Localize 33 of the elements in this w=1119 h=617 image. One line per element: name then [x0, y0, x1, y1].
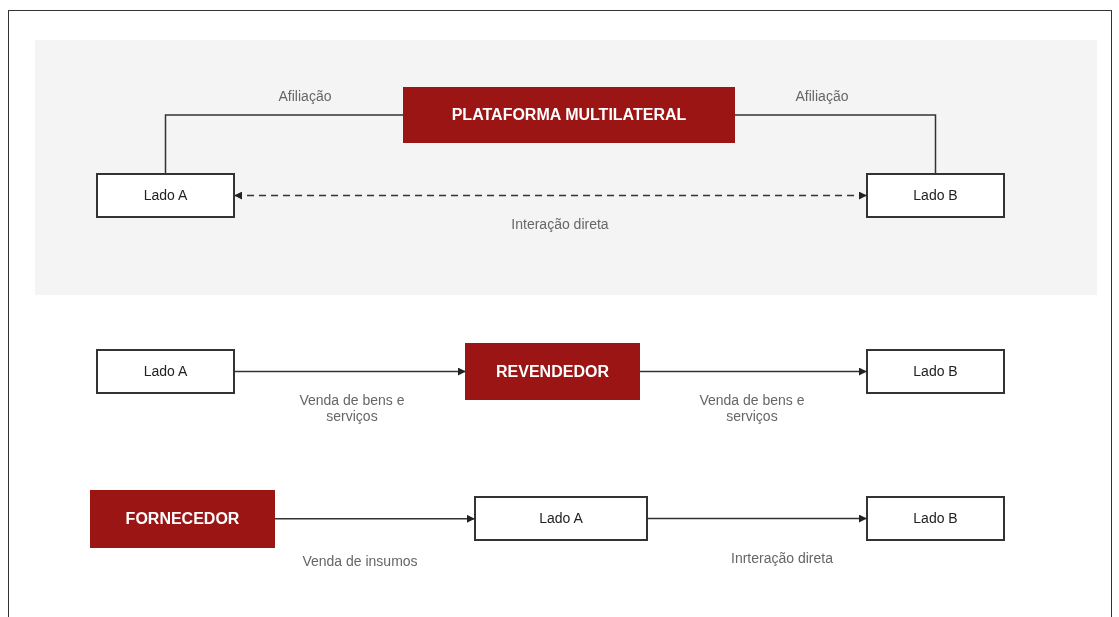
node-label: FORNECEDOR [125, 509, 240, 529]
node-label: Lado A [143, 186, 188, 205]
node-label: Lado B [913, 362, 958, 381]
connector-line [734, 114, 937, 174]
highlight-box [90, 490, 275, 548]
process-box [96, 173, 235, 218]
arrow [274, 514, 475, 523]
arrow [639, 367, 867, 376]
arrow [234, 367, 466, 376]
process-box [866, 173, 1005, 218]
edge-label: Venda de insumos [301, 553, 419, 569]
node-label: REVENDEDOR [496, 361, 609, 382]
edge-label: Inrteração direta [730, 550, 834, 566]
process-box [866, 496, 1005, 541]
edge-label: Afiliação [277, 88, 333, 104]
process-box [474, 496, 648, 541]
node-label: Lado A [143, 362, 188, 381]
node-label: PLATAFORMA MULTILATERAL [451, 105, 687, 125]
highlight-box [403, 87, 735, 143]
process-box [866, 349, 1005, 394]
node-label: Lado A [539, 509, 583, 528]
process-box [96, 349, 235, 394]
highlight-box [465, 343, 640, 400]
node-label: Lado B [913, 186, 958, 205]
node-label: Lado B [913, 509, 958, 528]
edge-label: Venda de bens e serviços [298, 392, 406, 424]
arrow [647, 514, 867, 523]
edge-label: Afiliação [794, 88, 850, 104]
edge-label: Interação direta [510, 216, 610, 232]
connector-line [164, 114, 404, 174]
dashed-arrow [234, 191, 867, 200]
panel-background [35, 40, 1097, 295]
edge-label: Venda de bens e serviços [698, 392, 806, 424]
